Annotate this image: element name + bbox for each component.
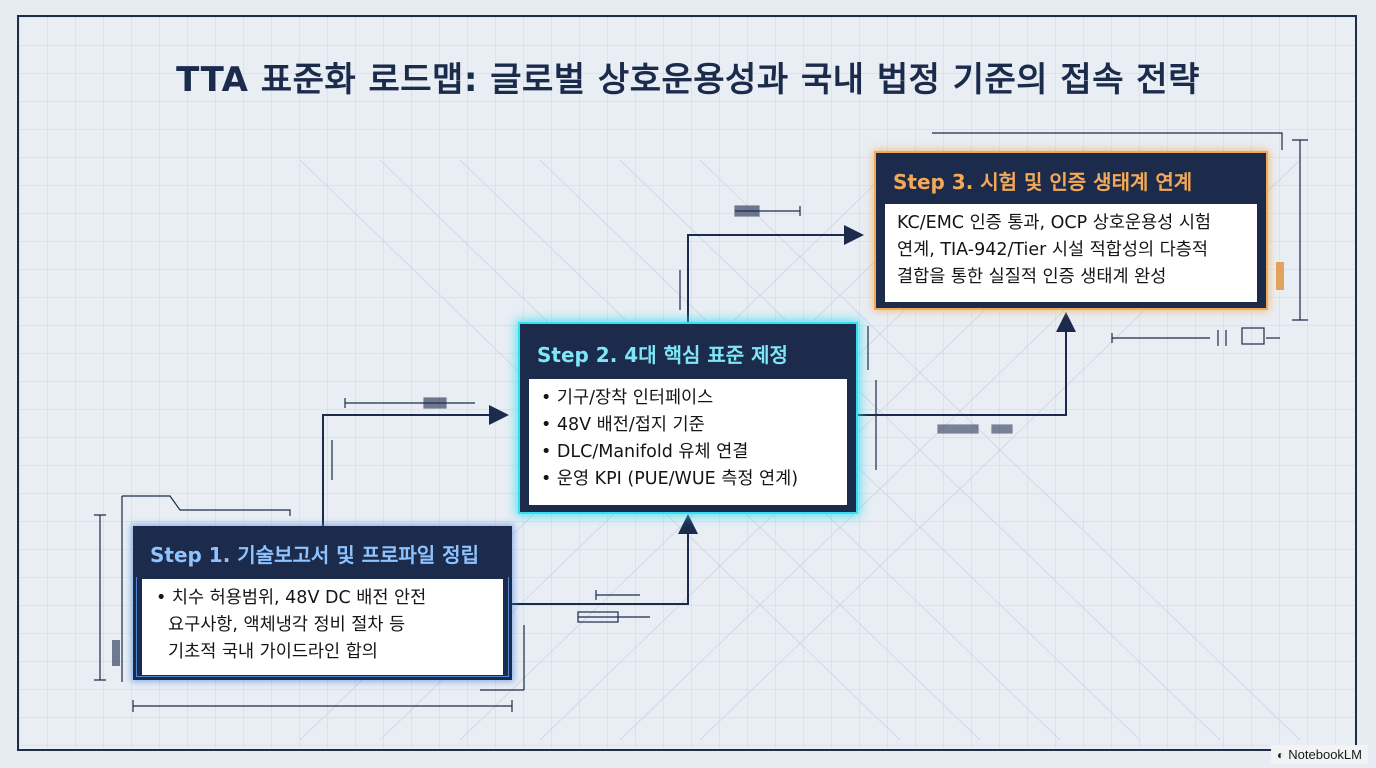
step-1-line: 요구사항, 액체냉각 정비 절차 등 [168, 615, 406, 635]
step-3-body: KC/EMC 인증 통과, OCP 상호운용성 시험 연계, TIA-942/T… [885, 204, 1257, 302]
step-2-box: Step 2. 4대 핵심 표준 제정 • 기구/장착 인터페이스 • 48V … [520, 324, 856, 512]
decorative-marks [94, 132, 1308, 712]
brand-label: NotebookLM [1288, 747, 1362, 762]
step-2-body: • 기구/장착 인터페이스 • 48V 배전/접지 기준 • DLC/Manif… [529, 379, 847, 505]
step-3-box: Step 3. 시험 및 인증 생태계 연계 KC/EMC 인증 통과, OCP… [876, 153, 1266, 308]
step-2-line: • 48V 배전/접지 기준 [541, 415, 705, 435]
notebooklm-icon: ◐ [1277, 747, 1285, 762]
connector-s1-s2-top [322, 405, 509, 526]
step-1-header: Step 1. 기술보고서 및 프로파일 정립 [136, 529, 509, 577]
step-1-line: • 치수 허용범위, 48V DC 배전 안전 [156, 588, 427, 608]
step-3-header: Step 3. 시험 및 인증 생태계 연계 [879, 156, 1263, 204]
connector-s2-s3-top [687, 225, 864, 324]
step-3-line: 연계, TIA-942/Tier 시설 적합성의 다층적 [897, 240, 1208, 260]
connector-s2-s3-bottom [856, 312, 1076, 416]
step-1-body: • 치수 허용범위, 48V DC 배전 안전 요구사항, 액체냉각 정비 절차… [142, 579, 503, 675]
step-3-line: 결합을 통한 실질적 인증 생태계 완성 [897, 267, 1167, 287]
step-3-line: KC/EMC 인증 통과, OCP 상호운용성 시험 [897, 213, 1212, 233]
connector-s1-s2-bottom [512, 514, 698, 605]
step-2-line: • 기구/장착 인터페이스 [541, 388, 714, 408]
step-2-header: Step 2. 4대 핵심 표준 제정 [523, 327, 853, 379]
diagram-title: TTA 표준화 로드맵: 글로벌 상호운용성과 국내 법정 기준의 접속 전략 [176, 60, 1200, 100]
step-2-line: • 운영 KPI (PUE/WUE 측정 연계) [541, 469, 799, 489]
step-1-box: Step 1. 기술보고서 및 프로파일 정립 • 치수 허용범위, 48V D… [133, 526, 512, 680]
step-2-line: • DLC/Manifold 유체 연결 [541, 442, 749, 462]
notebooklm-watermark: ◐ NotebookLM [1271, 745, 1368, 764]
step-1-line: 기초적 국내 가이드라인 합의 [168, 642, 378, 662]
